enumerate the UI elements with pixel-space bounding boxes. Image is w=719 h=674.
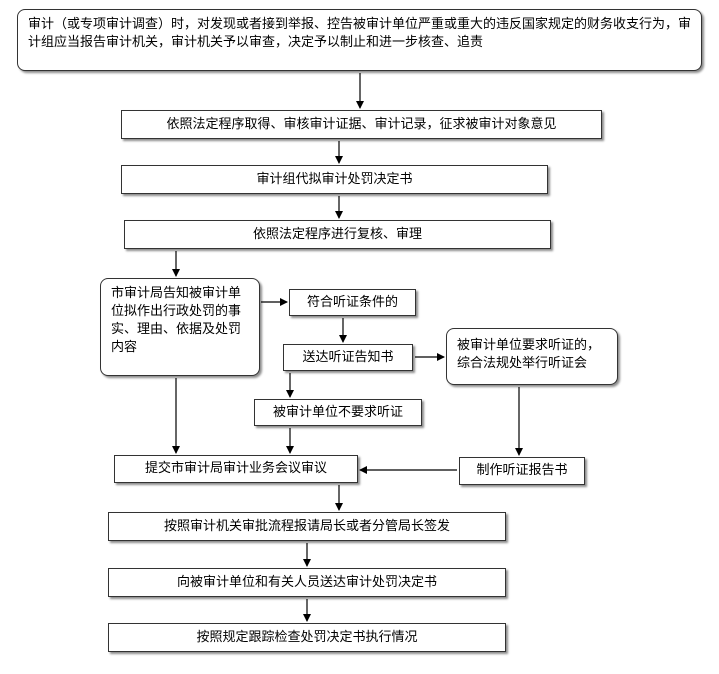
node-start: 审计（或专项审计调查）时，对发现或者接到举报、控告被审计单位严重或重大的违反国家…: [17, 9, 702, 71]
node-draft-decision: 审计组代拟审计处罚决定书: [121, 165, 548, 194]
node-approval-text: 按照审计机关审批流程报请局长或者分管局长签发: [163, 518, 450, 534]
node-notify: 市审计局告知被审计单位拟作出行政处罚的事实、理由、依据及处罚内容: [100, 278, 260, 376]
node-hearing-report-text: 制作听证报告书: [476, 463, 568, 478]
node-request-hearing: 被审计单位要求听证的，综合法规处举行听证会: [446, 328, 618, 385]
node-notify-text: 市审计局告知被审计单位拟作出行政处罚的事实、理由、依据及处罚内容: [111, 286, 242, 355]
node-hearing-report: 制作听证报告书: [459, 457, 585, 485]
node-obtain-evidence-text: 依照法定程序取得、审核审计证据、审计记录，征求被审计对象意见: [166, 116, 557, 132]
node-follow-up: 按照规定跟踪检查处罚决定书执行情况: [108, 623, 506, 652]
node-meets-hearing: 符合听证条件的: [289, 289, 416, 316]
node-draft-decision-text: 审计组代拟审计处罚决定书: [256, 171, 413, 187]
node-submit-meeting: 提交市审计局审计业务会议审议: [114, 455, 358, 483]
node-deliver-text: 向被审计单位和有关人员送达审计处罚决定书: [176, 574, 437, 590]
node-obtain-evidence: 依照法定程序取得、审核审计证据、审计记录，征求被审计对象意见: [121, 110, 602, 139]
node-submit-meeting-text: 提交市审计局审计业务会议审议: [144, 461, 327, 476]
node-approval: 按照审计机关审批流程报请局长或者分管局长签发: [108, 512, 506, 541]
node-follow-up-text: 按照规定跟踪检查处罚决定书执行情况: [196, 629, 418, 645]
node-no-hearing: 被审计单位不要求听证: [254, 399, 422, 426]
node-request-hearing-text: 被审计单位要求听证的，综合法规处举行听证会: [457, 338, 601, 371]
node-send-hearing-notice-text: 送达听证告知书: [302, 349, 394, 365]
node-start-text: 审计（或专项审计调查）时，对发现或者接到举报、控告被审计单位严重或重大的违反国家…: [28, 17, 692, 50]
node-review-text: 依照法定程序进行复核、审理: [252, 226, 422, 242]
node-review: 依照法定程序进行复核、审理: [124, 220, 551, 249]
node-no-hearing-text: 被审计单位不要求听证: [272, 404, 403, 420]
node-deliver: 向被审计单位和有关人员送达审计处罚决定书: [108, 568, 506, 597]
node-send-hearing-notice: 送达听证告知书: [283, 344, 413, 371]
node-meets-hearing-text: 符合听证条件的: [306, 294, 398, 310]
